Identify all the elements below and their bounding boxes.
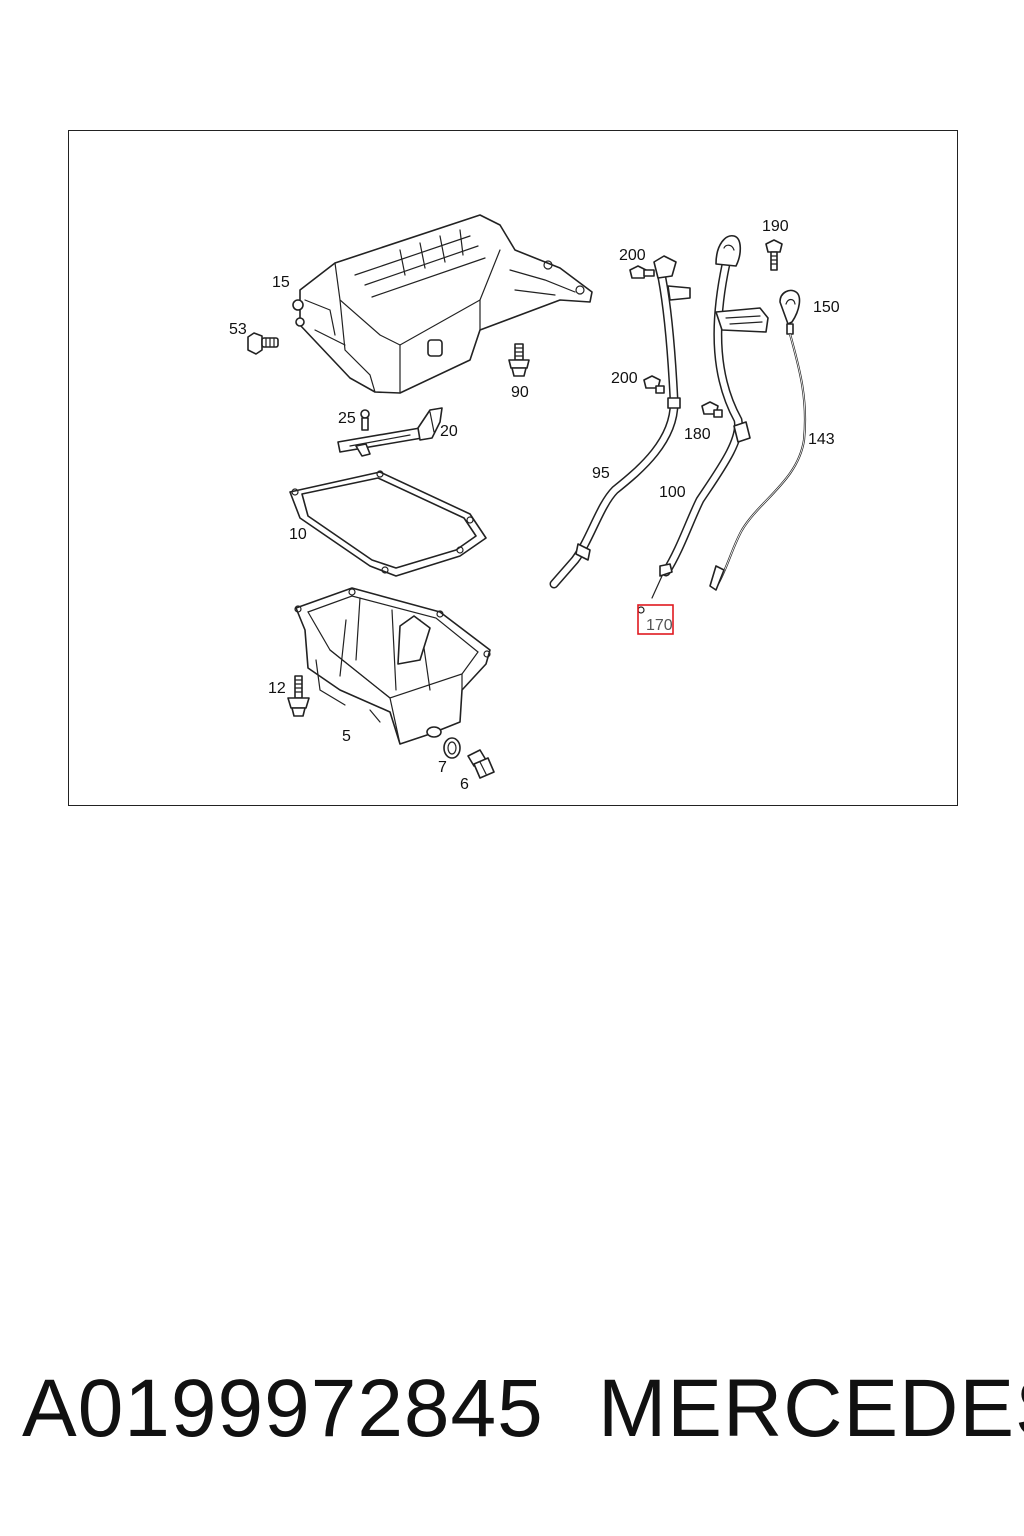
bolt-12 bbox=[287, 675, 310, 717]
callout-10: 10 bbox=[289, 526, 307, 543]
bolt-200-upper bbox=[629, 265, 655, 279]
guide-tube-100 bbox=[651, 235, 769, 599]
callout-143: 143 bbox=[808, 431, 835, 448]
drain-plug-6 bbox=[467, 749, 495, 779]
part-number: A0199972845 bbox=[22, 1363, 544, 1454]
callout-170: 170 bbox=[646, 617, 673, 634]
lower-oil-pan-5 bbox=[294, 587, 491, 745]
callout-190: 190 bbox=[762, 218, 789, 235]
callout-170-highlight: 170 bbox=[637, 604, 674, 635]
bolt-25 bbox=[360, 409, 370, 431]
callout-6: 6 bbox=[460, 776, 469, 793]
upper-oil-pan bbox=[292, 214, 593, 394]
callout-7: 7 bbox=[438, 759, 447, 776]
callout-180: 180 bbox=[684, 426, 711, 443]
bolt-53 bbox=[247, 332, 279, 355]
highlight-box bbox=[637, 604, 674, 635]
callout-150: 150 bbox=[813, 299, 840, 316]
callout-53: 53 bbox=[229, 321, 247, 338]
callout-12: 12 bbox=[268, 680, 286, 697]
callout-15: 15 bbox=[272, 274, 290, 291]
gasket-10 bbox=[289, 470, 487, 577]
callout-100: 100 bbox=[659, 484, 686, 501]
diagram-frame bbox=[68, 130, 958, 806]
bolt-90 bbox=[508, 343, 530, 377]
brand-name: MERCEDES bbox=[598, 1363, 1024, 1454]
bolt-200-lower bbox=[643, 375, 665, 394]
callout-200-lower: 200 bbox=[611, 370, 638, 387]
oil-pickup-20 bbox=[337, 407, 443, 457]
callout-5: 5 bbox=[342, 728, 351, 745]
exploded-parts-diagram: 15 53 90 25 20 10 12 5 7 6 200 200 190 1… bbox=[229, 214, 840, 793]
bolt-190 bbox=[765, 239, 783, 271]
callout-95: 95 bbox=[592, 465, 610, 482]
guide-tube-95 bbox=[549, 255, 691, 589]
dipstick-150-143 bbox=[709, 289, 807, 591]
callout-200-upper: 200 bbox=[619, 247, 646, 264]
callout-90: 90 bbox=[511, 384, 529, 401]
callout-25: 25 bbox=[338, 410, 356, 427]
bolt-180 bbox=[701, 401, 723, 418]
seal-ring-7 bbox=[443, 737, 461, 759]
callout-20: 20 bbox=[440, 423, 458, 440]
